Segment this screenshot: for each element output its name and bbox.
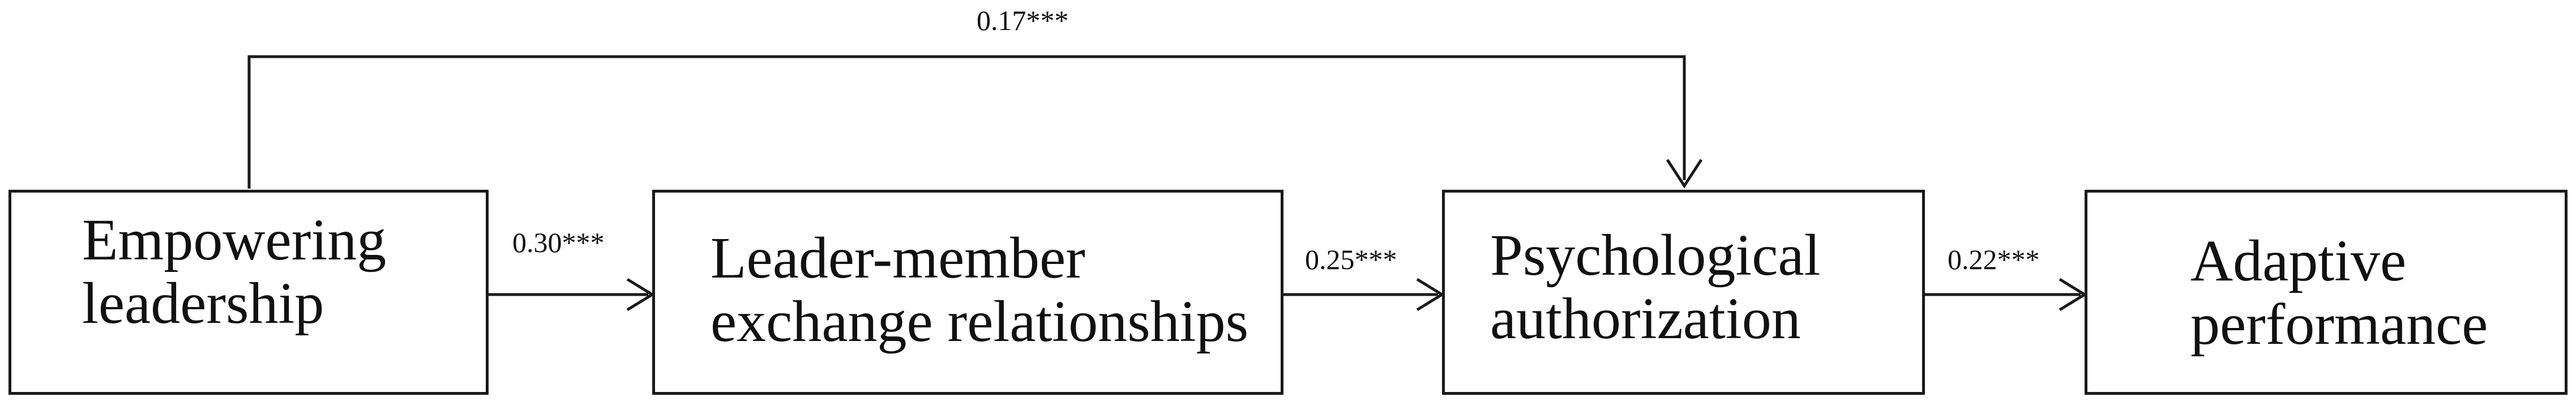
node-label-line1: Adaptive [2190,228,2407,293]
coef-lmx-pa: 0.25*** [1305,244,1397,275]
coef-direct-el-pa: 0.17*** [977,5,1069,36]
node-label-line1: Empowering [82,207,387,272]
coef-el-lmx: 0.30*** [512,227,605,258]
node-label-line1: Psychological [1490,223,1821,288]
node-empowering-leadership: Empowering leadership [8,190,489,395]
node-leader-member-exchange: Leader-member exchange relationships [652,190,1283,395]
node-label-line2: performance [2190,292,2488,357]
node-label-line2: authorization [1490,286,1801,351]
node-label: Adaptive performance [2190,229,2565,356]
direct-path-line [247,55,1686,189]
node-label: Leader-member exchange relationships [711,227,1281,353]
coef-pa-ap: 0.22*** [1948,244,2040,275]
node-adaptive-performance: Adaptive performance [2085,190,2568,395]
node-label-line2: leadership [82,271,324,336]
node-label: Psychological authorization [1490,224,1922,351]
node-label-line2: exchange relationships [711,289,1249,354]
node-psychological-authorization: Psychological authorization [1442,190,1925,395]
node-label: Empowering leadership [82,208,486,335]
direct-path-arrowhead [1666,159,1703,189]
node-label-line1: Leader-member [711,225,1085,291]
